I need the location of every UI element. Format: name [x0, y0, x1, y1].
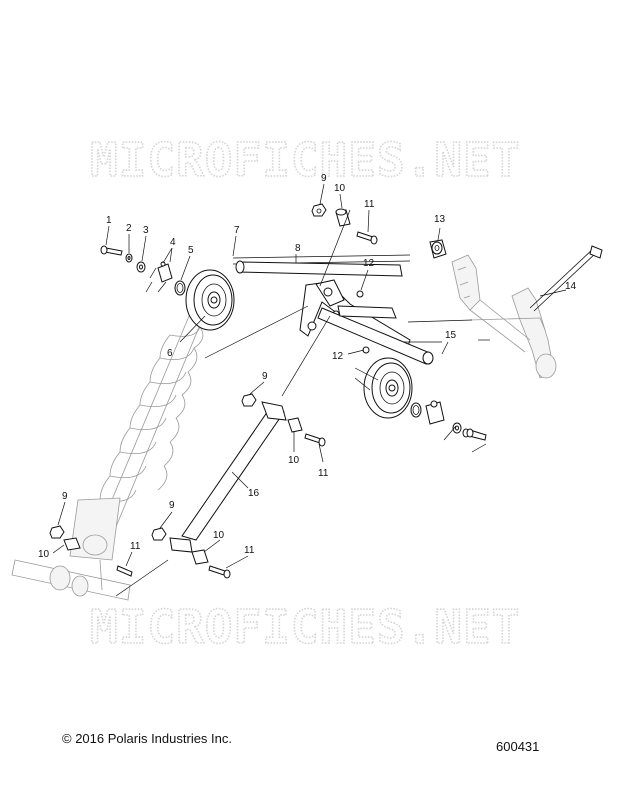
callout-10-mid: 10	[288, 455, 300, 466]
hardware-upper-left	[100, 245, 186, 296]
callout-9-mid: 9	[262, 371, 268, 382]
copyright-notice: © 2016 Polaris Industries Inc.	[62, 731, 232, 746]
hardware-upper	[311, 203, 447, 354]
callout-9-left: 9	[62, 491, 68, 502]
idler-arm-assembly	[299, 279, 442, 365]
callout-12-top: 12	[363, 258, 375, 269]
watermark-bottom: MICROFICHES.NET	[90, 600, 520, 654]
hardware-link	[49, 393, 326, 579]
callout-1: 1	[106, 215, 112, 226]
callout-13: 13	[434, 214, 446, 225]
callout-2: 2	[126, 223, 132, 234]
hardware-right	[410, 400, 487, 441]
callout-15: 15	[445, 330, 457, 341]
callout-12-bottom: 12	[332, 351, 344, 362]
callout-14: 14	[565, 281, 577, 292]
callout-10-lower: 10	[213, 530, 225, 541]
callout-5: 5	[188, 245, 194, 256]
callout-8: 8	[295, 243, 301, 254]
callout-labels: 1 2 3 4 5 6 7 8 9 10 11 12 12 13 14 15 9…	[38, 173, 577, 560]
axle-8	[235, 260, 403, 277]
callout-11-top: 11	[364, 199, 375, 210]
document-number: 600431	[496, 739, 540, 754]
callout-10-left: 10	[38, 549, 50, 560]
callout-7: 7	[234, 225, 240, 236]
callout-10-top: 10	[334, 183, 346, 194]
callout-3: 3	[143, 225, 149, 236]
watermark-top: MICROFICHES.NET	[90, 133, 520, 187]
bolt-14	[529, 245, 603, 312]
callout-11-left: 11	[130, 541, 141, 552]
leader-lines	[52, 183, 567, 597]
rail-brackets-ghost	[451, 254, 557, 379]
shock-absorber-ghost	[11, 288, 214, 601]
callout-11-lower: 11	[244, 545, 255, 556]
idler-wheel-lower	[363, 357, 413, 419]
callout-9-lower: 9	[169, 500, 175, 511]
callout-11-mid: 11	[318, 468, 329, 479]
idler-wheel-6	[185, 269, 235, 331]
callout-9-top: 9	[321, 173, 327, 184]
callout-6: 6	[167, 348, 173, 359]
callout-16: 16	[248, 488, 260, 499]
callout-4: 4	[170, 237, 176, 248]
link-16	[169, 401, 287, 553]
